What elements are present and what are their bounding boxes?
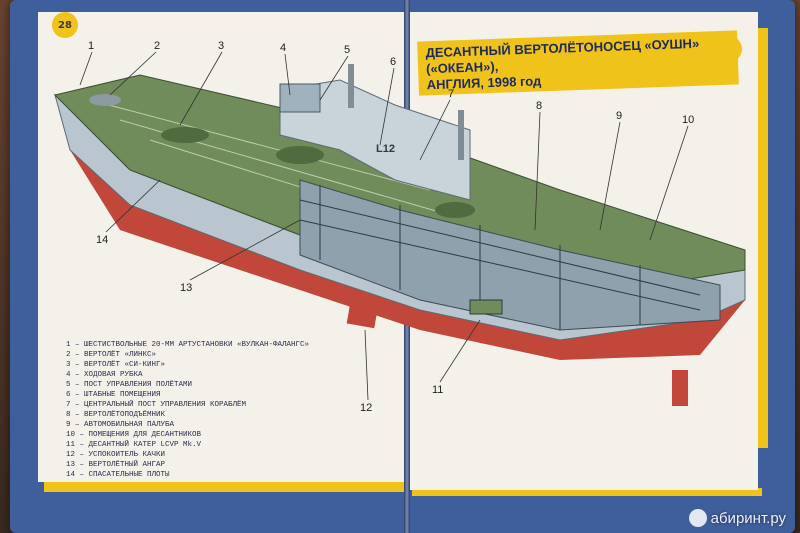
callout-1: 1 <box>88 40 95 52</box>
callout-13: 13 <box>180 282 193 294</box>
stabilizer-fin <box>346 305 378 329</box>
legend-item: 14 – СПАСАТЕЛЬНЫЕ ПЛОТЫ <box>66 471 170 479</box>
callout-7: 7 <box>448 88 455 100</box>
callout-12: 12 <box>360 402 373 414</box>
legend-item: 8 – ВЕРТОЛЁТОПОДЪЁМНИК <box>66 411 166 419</box>
callout-8: 8 <box>536 100 543 112</box>
legend-item: 12 – УСПОКОИТЕЛЬ КАЧКИ <box>66 451 166 459</box>
helicopter-lynx <box>89 94 121 106</box>
legend-list: 1 – ШЕСТИСТВОЛЬНЫЕ 20-ММ АРТУСТАНОВКИ «В… <box>66 340 356 480</box>
right-page-frame-right <box>758 28 768 448</box>
hangar-cutaway <box>299 179 721 331</box>
legend-item: 6 – ШТАБНЫЕ ПОМЕЩЕНИЯ <box>66 391 161 399</box>
aft-mast <box>458 110 464 160</box>
legend-item: 3 – ВЕРТОЛЁТ «СИ-КИНГ» <box>66 361 166 369</box>
legend-item: 10 – ПОМЕЩЕНИЯ ДЛЯ ДЕСАНТНИКОВ <box>66 431 202 439</box>
legend-item: 4 – ХОДОВАЯ РУБКА <box>66 371 143 379</box>
legend-item: 5 – ПОСТ УПРАВЛЕНИЯ ПОЛЁТАМИ <box>66 381 193 389</box>
legend-item: 7 – ЦЕНТРАЛЬНЫЙ ПОСТ УПРАВЛЕНИЯ КОРАБЛЁМ <box>66 401 247 409</box>
right-page-frame-bottom <box>412 488 762 496</box>
mast <box>348 64 354 108</box>
labirint-logo-icon <box>688 509 707 527</box>
helicopter-sea-king <box>161 127 209 143</box>
callout-3: 3 <box>218 40 225 52</box>
left-page-frame-bottom <box>44 482 406 492</box>
legend-item: 9 – АВТОМОБИЛЬНАЯ ПАЛУБА <box>66 421 175 429</box>
callout-5: 5 <box>344 44 351 56</box>
callout-10: 10 <box>682 114 695 126</box>
watermark: абиринт.ру <box>688 509 786 527</box>
left-page-number: 28 <box>52 12 78 38</box>
callout-14: 14 <box>96 234 109 246</box>
callout-2: 2 <box>154 40 161 52</box>
legend-item: 1 – ШЕСТИСТВОЛЬНЫЕ 20-ММ АРТУСТАНОВКИ «В… <box>66 341 310 349</box>
landing-craft <box>469 299 503 315</box>
hull-underwater <box>70 150 745 360</box>
island-superstructure <box>279 79 471 201</box>
legend-item: 2 – ВЕРТОЛЁТ «ЛИНКС» <box>66 351 157 359</box>
legend-item: 13 – ВЕРТОЛЁТНЫЙ АНГАР <box>66 461 166 469</box>
hull-marking: L12 <box>376 143 395 155</box>
callout-11: 11 <box>432 384 444 396</box>
callout-6: 6 <box>390 56 397 68</box>
helicopter-hangar <box>435 202 475 218</box>
bridge-tower <box>279 83 321 113</box>
rudder <box>672 370 688 406</box>
interior-decks <box>299 185 701 330</box>
callout-leaders <box>79 51 689 401</box>
callout-9: 9 <box>616 110 623 122</box>
helicopter-deck <box>276 146 324 164</box>
watermark-text: абиринт.ру <box>710 509 786 527</box>
legend-item: 11 – ДЕСАНТНЫЙ КАТЕР LCVP Mk.V <box>66 441 202 449</box>
callout-4: 4 <box>280 42 287 54</box>
